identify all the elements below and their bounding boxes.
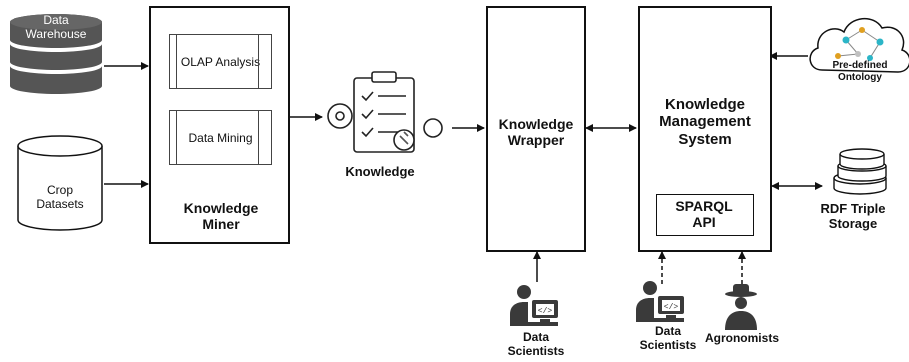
- ontology-label: Pre-defined Ontology: [832, 60, 888, 83]
- knowledge-miner-box: OLAP Analysis Data Mining Knowledge Mine…: [149, 6, 290, 244]
- cylinder-icon: [17, 135, 103, 231]
- knowledge-label: Knowledge: [345, 164, 415, 179]
- knowledge-wrapper-label: Knowledge Wrapper: [498, 116, 574, 149]
- developer-icon: </>: [510, 285, 558, 326]
- knowledge-miner-label: Knowledge Miner: [183, 200, 259, 233]
- svg-text:</>: </>: [538, 307, 553, 316]
- sparql-label: SPARQL API: [675, 198, 733, 231]
- data-scientists-label-2: Data Scientists: [639, 324, 697, 352]
- farmer-icon: [725, 284, 757, 330]
- rdf-label: RDF Triple Storage: [820, 201, 886, 231]
- data-warehouse-label: Data Warehouse: [25, 13, 87, 41]
- kms-label: Knowledge Management System: [659, 96, 751, 148]
- olap-box: OLAP Analysis: [169, 34, 272, 89]
- kms-box: Knowledge Management System SPARQL API: [638, 6, 772, 252]
- cloud-network-icon: [809, 18, 909, 73]
- agronomists-label: Agronomists: [704, 331, 779, 345]
- data-scientists-label-1: Data Scientists: [507, 330, 565, 358]
- data-mining-box: Data Mining: [169, 110, 272, 165]
- developer-icon: </>: [636, 281, 684, 322]
- sparql-box: SPARQL API: [656, 194, 754, 236]
- crop-datasets-label: Crop Datasets: [36, 183, 84, 211]
- svg-text:</>: </>: [664, 303, 679, 312]
- disk-stack-icon: [833, 148, 887, 195]
- checklist-gears-icon: [327, 71, 443, 153]
- knowledge-wrapper-box: Knowledge Wrapper: [486, 6, 586, 252]
- database-icon: [10, 14, 102, 94]
